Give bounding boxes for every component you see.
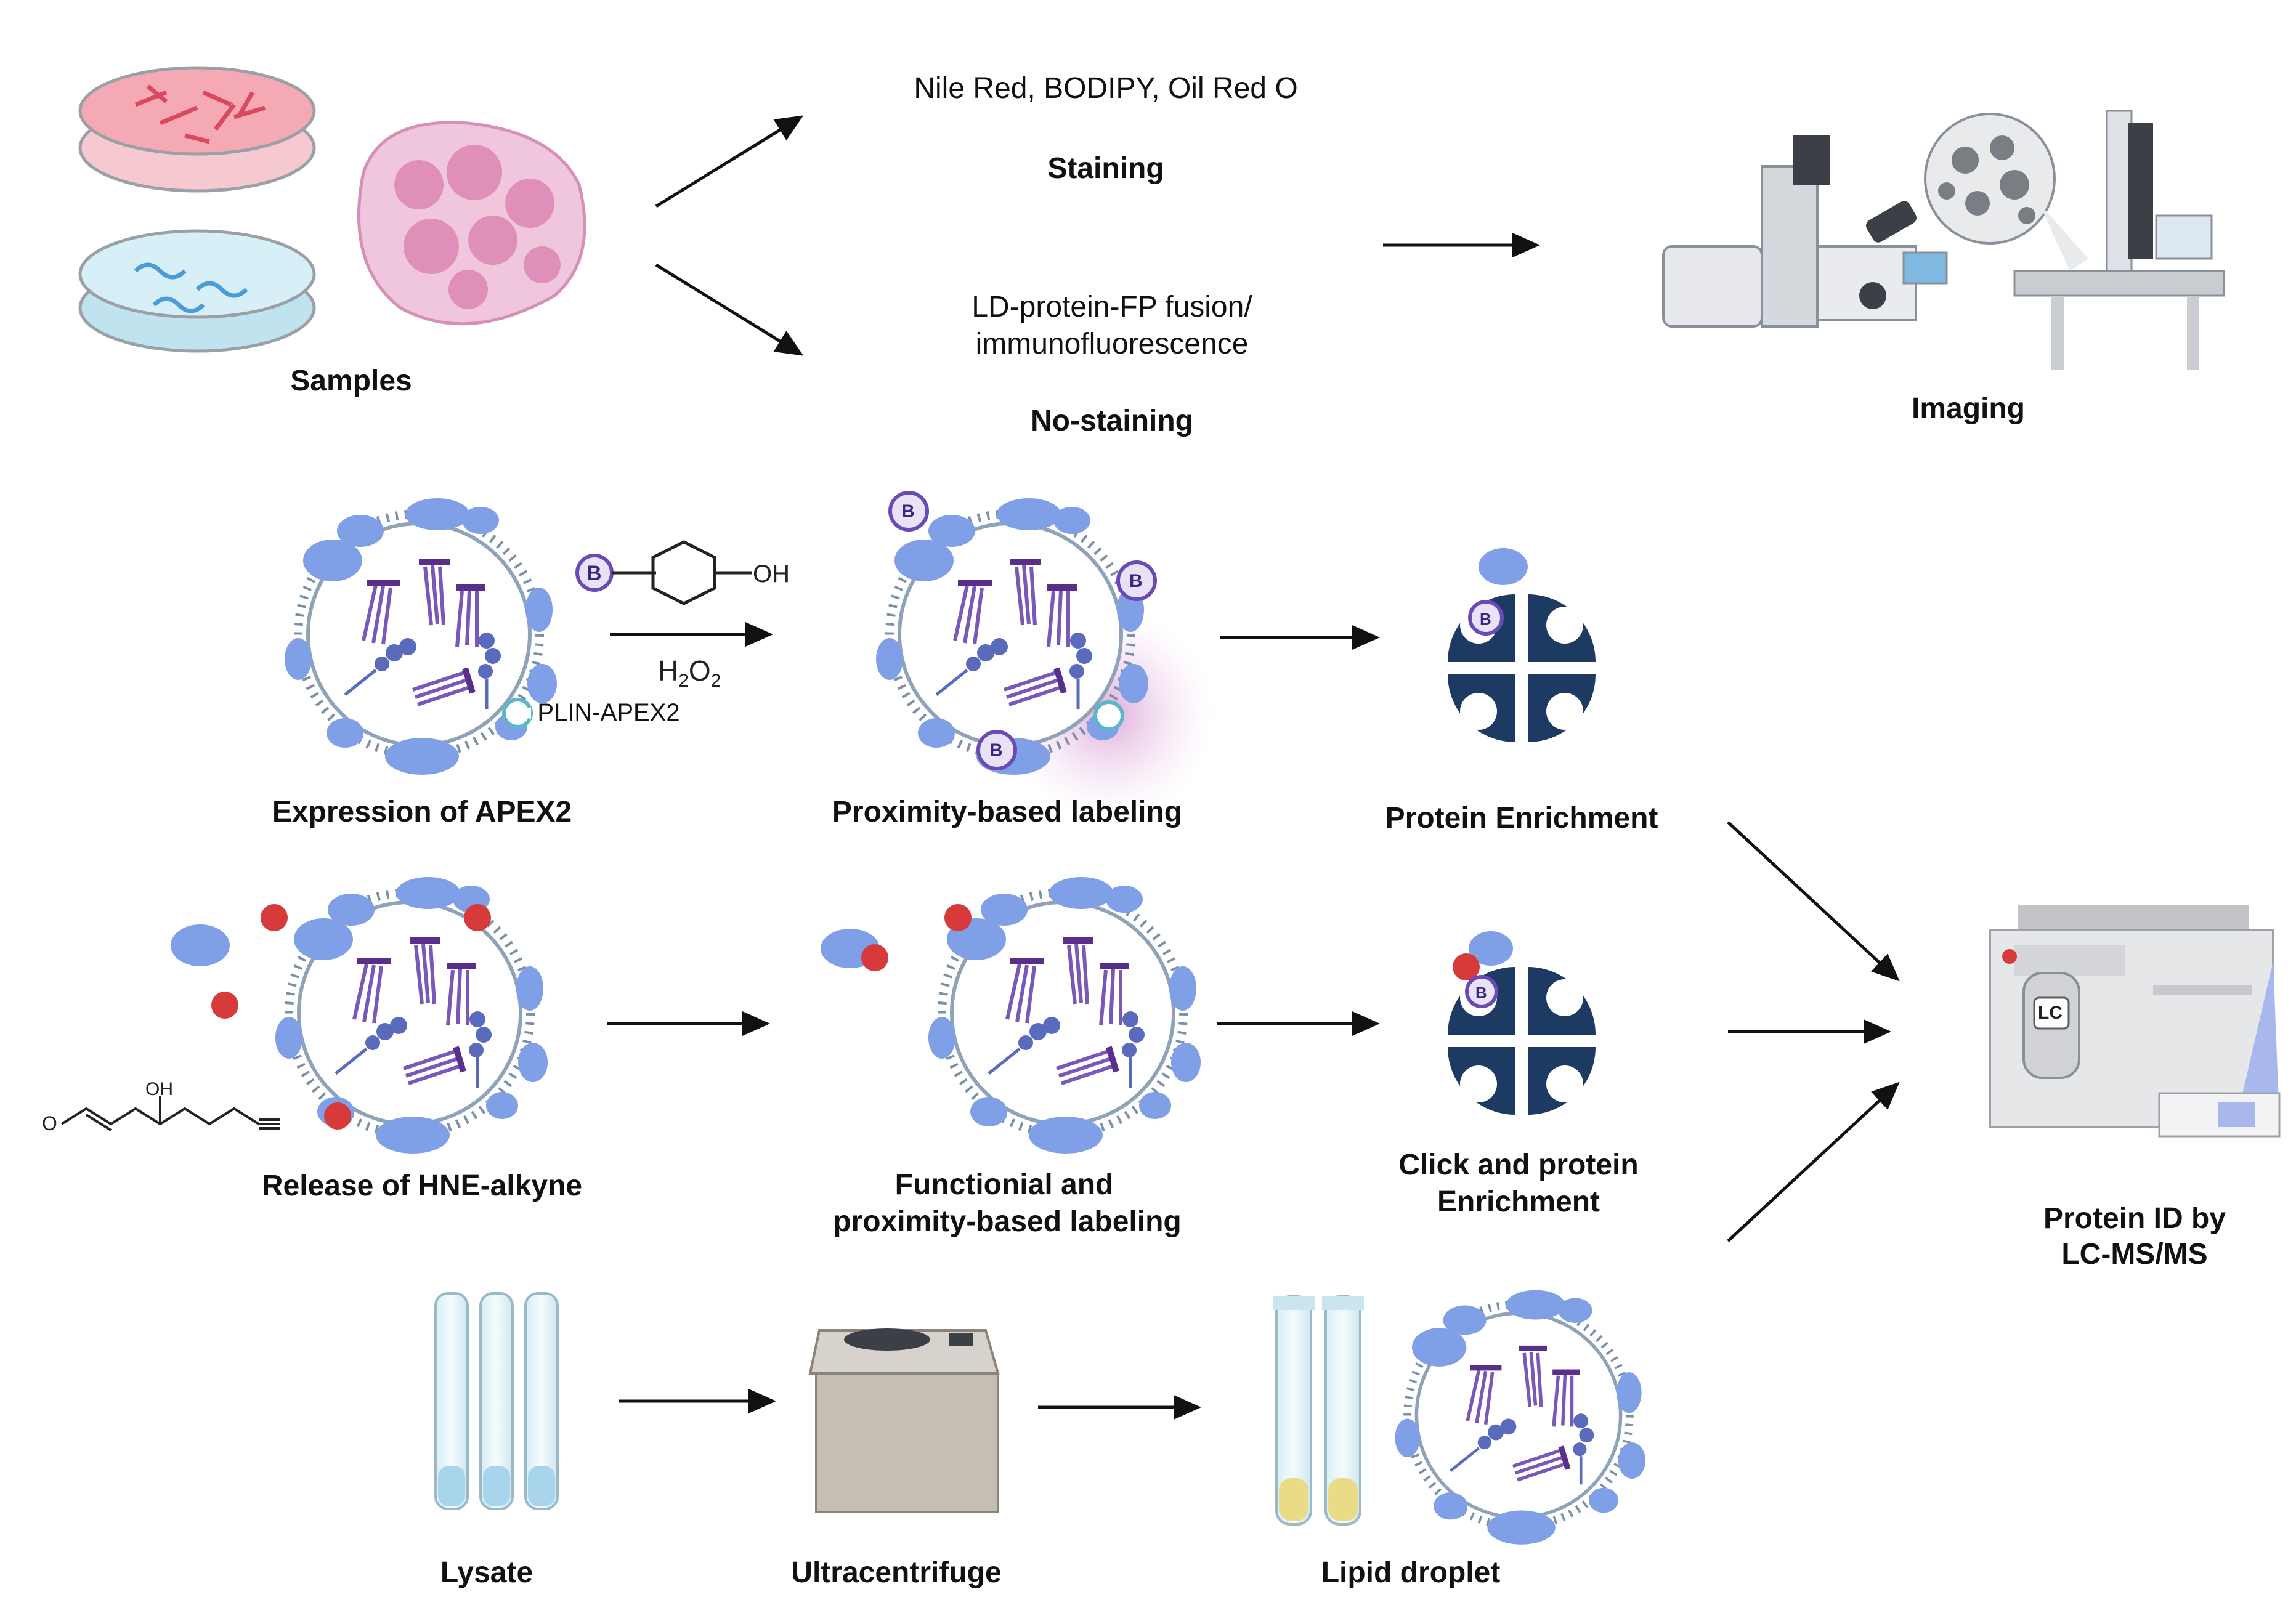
hne-alkyne-dot-icon <box>171 904 491 1130</box>
proximity-labeling-label: Proximity-based labeling <box>832 796 1183 828</box>
biotin-badge-icon <box>888 491 1157 770</box>
arrow-droplet-to-ms <box>1727 1081 1900 1242</box>
expression-apex2-label: Expression of APEX2 <box>272 796 572 828</box>
protein-id-line2: LC-MS/MS <box>2061 1238 2208 1271</box>
arrow-to-staining <box>655 115 804 208</box>
arrow-to-no-staining <box>655 263 804 356</box>
hne-o-label: O <box>42 1112 57 1134</box>
staining-reagents-label: Nile Red, BODIPY, Oil Red O <box>914 72 1298 105</box>
petri-dish-worms-icon <box>78 229 316 353</box>
lipid-droplet-label: Lipid droplet <box>1321 1556 1501 1589</box>
lipid-droplet-icon <box>1395 1290 1645 1545</box>
no-staining-method-line1: LD-protein-FP fusion/ <box>972 291 1252 323</box>
test-tube-icon <box>434 1292 559 1510</box>
biotin-letter: B <box>1480 610 1491 628</box>
arrow-enrichment-to-ms <box>1727 821 1900 982</box>
hne-structure-icon <box>60 1096 280 1131</box>
apex-enzyme-icon <box>1093 700 1124 731</box>
mass-spectrometer-icon <box>1989 905 2281 1138</box>
tissue-section-icon <box>357 121 586 326</box>
no-staining-method-line2: immunofluorescence <box>975 328 1249 360</box>
imaging-label: Imaging <box>1911 392 2026 425</box>
hne-oh-label: OH <box>145 1079 173 1099</box>
lipid-droplet-icon <box>275 877 548 1154</box>
protein-enrichment-label: Protein Enrichment <box>1385 802 1658 835</box>
phenol-oh-label: OH <box>753 560 790 588</box>
lipid-droplet-icon <box>285 498 557 775</box>
ms-lc-badge: LC <box>2038 1003 2063 1023</box>
biotin-letter: B <box>989 740 1003 761</box>
functional-labeling-line1: Functionial and <box>894 1168 1114 1201</box>
plin-apex2-label: PLIN-APEX2 <box>537 699 680 726</box>
biotin-letter: B <box>586 562 602 585</box>
click-enrichment-line2: Enrichment <box>1437 1186 1600 1218</box>
staining-label: Staining <box>1047 152 1164 185</box>
test-tube-icon <box>1273 1295 1364 1526</box>
electron-microscope-icon <box>1924 110 2225 370</box>
lysate-label: Lysate <box>440 1556 533 1589</box>
petri-dish-cells-icon <box>78 66 316 193</box>
functional-labeling-line2: proximity-based labeling <box>833 1205 1182 1238</box>
lipid-droplet-icon <box>876 498 1148 775</box>
microscope-icon <box>1662 135 1948 328</box>
h2o2-label: H2O2 <box>658 655 721 692</box>
biotin-letter: B <box>1475 984 1487 1002</box>
protein-id-line1: Protein ID by <box>2043 1202 2226 1235</box>
ultracentrifuge-label: Ultracentrifuge <box>791 1556 1002 1589</box>
release-hne-label: Release of HNE-alkyne <box>261 1170 583 1202</box>
no-staining-label: No-staining <box>1031 405 1193 437</box>
biotin-letter: B <box>1129 571 1143 591</box>
click-enrichment-line1: Click and protein <box>1398 1149 1639 1181</box>
samples-label: Samples <box>290 365 412 397</box>
biotin-letter: B <box>901 501 915 522</box>
ultracentrifuge-icon <box>808 1328 1000 1513</box>
apex-enzyme-icon <box>502 698 533 729</box>
biotin-phenol-icon <box>575 540 752 605</box>
